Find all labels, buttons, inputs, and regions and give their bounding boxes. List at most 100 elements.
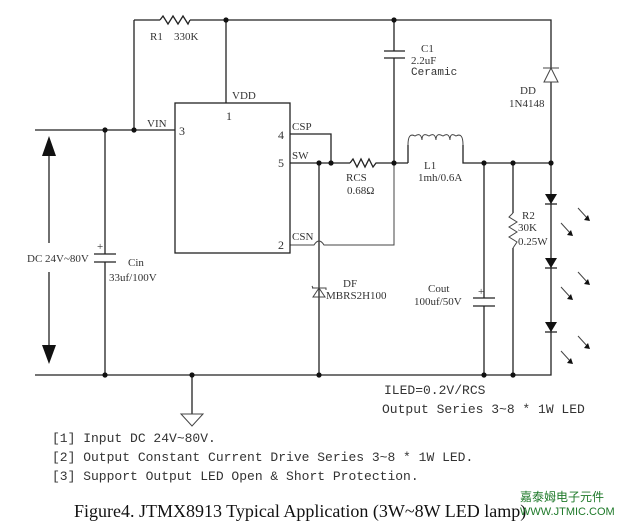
resistor-rcs: RCS 0.68Ω [346,157,378,197]
dd-ref: DD [520,85,536,97]
capacitor-icon [384,50,405,59]
wire-l1 [407,145,551,164]
watermark: 嘉泰姆电子元件 WWW.JTMIC.COM [520,490,615,518]
wire-ground-rail [35,330,552,376]
ic-pin2-number: 2 [278,238,284,252]
diode-df: DF MBRS2H100 [311,278,387,302]
ic-pin4-number: 4 [278,128,284,142]
capacitor-icon [473,297,495,307]
ic-pin3-number: 3 [179,124,185,138]
light-emission-icon [560,271,589,299]
resistor-r2: R2 30K 0.25W [508,210,548,249]
wire-csp [290,133,332,163]
r2-power: 0.25W [518,236,548,248]
inductor-icon [407,134,464,146]
junction [328,160,334,166]
junction [548,160,554,166]
led-1 [545,194,590,236]
feature-item: [2] Output Constant Current Drive Series… [52,450,473,465]
l1-value: 1mh/0.6A [418,172,462,184]
junction [223,17,229,23]
r2-ref: R2 [522,210,535,222]
schottky-diode-icon [311,285,327,298]
arrow-down-icon [42,345,56,364]
junction [102,127,108,133]
led-2 [545,258,590,300]
output-notes: ILED=0.2V/RCS Output Series 3~8 * 1W LED [382,383,585,417]
diode-icon [543,66,559,83]
df-value: MBRS2H100 [326,290,387,302]
ic-jtmx8913: 1 VDD 2 CSN 3 VIN 4 CSP 5 SW [147,90,313,254]
junction [316,160,322,166]
dd-value: 1N4148 [509,98,545,110]
c1-type: Ceramic [411,67,457,79]
l1-ref: L1 [424,160,436,172]
junction [510,160,516,166]
r1-value: 330K [174,31,199,43]
cin-polarity: + [97,241,103,253]
junction [391,160,397,166]
capacitor-cin: + Cin 33uf/100V [94,241,157,284]
ic-pin1-name: VDD [232,90,256,102]
light-emission-icon [560,335,589,363]
resistor-icon [508,212,518,249]
resistor-r1: R1 330K [150,14,199,43]
junction [391,17,397,23]
output-series-note: Output Series 3~8 * 1W LED [382,402,585,417]
ic-pin5-name: SW [292,150,309,162]
iled-formula: ILED=0.2V/RCS [384,383,486,398]
led-icon [545,194,557,204]
resistor-icon [159,14,191,26]
rcs-value: 0.68Ω [347,185,374,197]
feature-item: [3] Support Output LED Open & Short Prot… [52,469,419,484]
cin-value: 33uf/100V [109,272,157,284]
ground-icon [179,413,205,427]
input-voltage-indicator: DC 24V~80V [27,136,89,364]
led-icon [545,258,557,268]
figure-caption: Figure4. JTMX8913 Typical Application (3… [74,501,526,522]
light-emission-icon [560,207,589,235]
ic-pin5-number: 5 [278,156,284,170]
capacitor-icon [94,253,116,263]
capacitor-cout: + Cout 100uf/50V [414,283,495,308]
junction [102,372,108,378]
led-3 [545,322,590,364]
feature-list: [1] Input DC 24V~80V. [2] Output Constan… [52,431,473,484]
diode-dd: DD 1N4148 [509,66,559,110]
junction [131,127,137,133]
r1-ref: R1 [150,31,163,43]
led-icon [545,322,557,332]
junction [481,160,487,166]
wire-top-rail [190,19,552,68]
wires [35,19,552,414]
ic-body [174,102,291,254]
inductor-l1: L1 1mh/0.6A [407,134,464,184]
junction [316,372,322,378]
cout-value: 100uf/50V [414,296,462,308]
cout-polarity: + [478,286,484,298]
junction [189,372,195,378]
led-string [545,194,590,364]
ic-pin4-name: CSP [292,121,312,133]
r2-value: 30K [518,222,537,234]
feature-item: [1] Input DC 24V~80V. [52,431,216,446]
cout-ref: Cout [428,283,449,295]
watermark-cn: 嘉泰姆电子元件 [520,490,604,504]
c1-value: 2.2uF [411,55,436,67]
ic-pin1-number: 1 [226,109,232,123]
ic-pin2-name: CSN [292,231,313,243]
wire-csn [290,163,395,246]
capacitor-c1: C1 2.2uF Ceramic [384,43,457,79]
resistor-icon [349,157,378,169]
cin-ref: Cin [128,257,144,269]
rcs-ref: RCS [346,172,367,184]
df-ref: DF [343,278,357,290]
watermark-url: WWW.JTMIC.COM [520,506,615,518]
arrow-up-icon [42,136,56,156]
input-voltage-label: DC 24V~80V [27,253,89,265]
junction [481,372,487,378]
ic-pin3-name: VIN [147,118,167,130]
junction [510,372,516,378]
junctions [102,17,554,378]
